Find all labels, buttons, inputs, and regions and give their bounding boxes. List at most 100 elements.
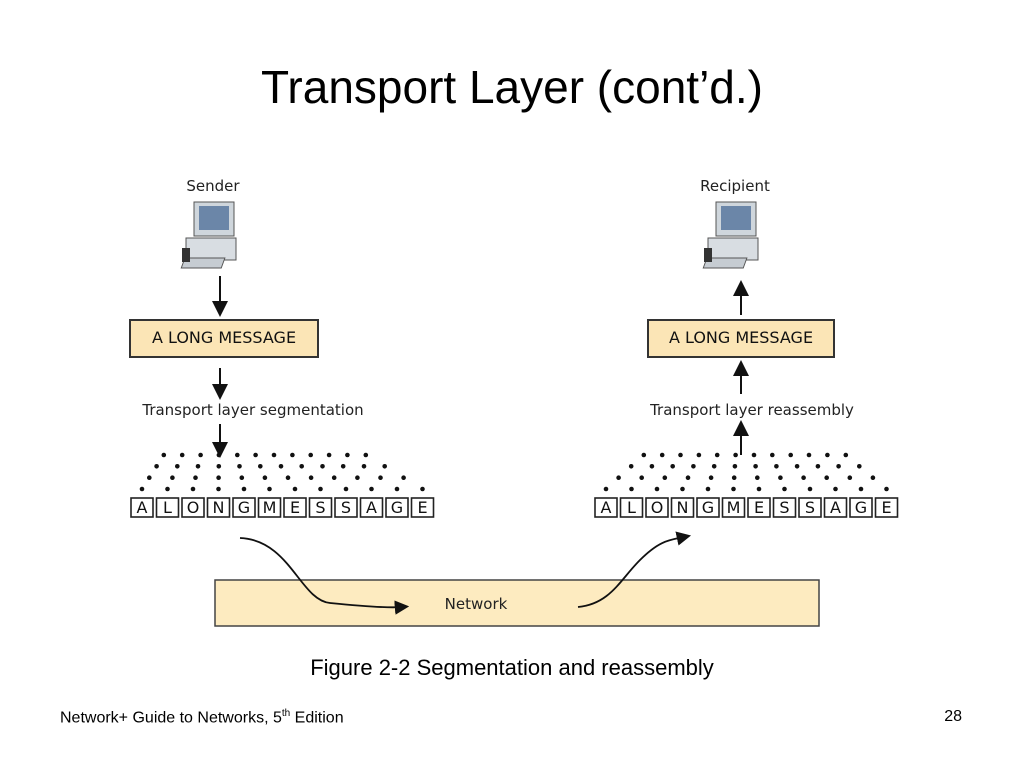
segment-dot bbox=[770, 452, 775, 458]
segment-dot bbox=[343, 486, 349, 492]
segment-dot bbox=[271, 452, 277, 458]
segment-dot bbox=[641, 452, 647, 458]
segment-letter: E bbox=[754, 498, 764, 517]
segment-letter: S bbox=[805, 498, 815, 517]
segment-dot bbox=[629, 486, 634, 492]
segment-letter: A bbox=[830, 498, 841, 517]
sender-segment-dots bbox=[139, 452, 425, 492]
segment-box bbox=[798, 497, 822, 518]
segment-box bbox=[359, 497, 384, 518]
segment-dot bbox=[806, 452, 812, 458]
segment-dot bbox=[670, 464, 675, 469]
segment-letter: M bbox=[727, 498, 741, 517]
segment-dot bbox=[659, 452, 665, 458]
segment-box bbox=[410, 497, 435, 518]
segment-dot bbox=[195, 464, 201, 469]
segment-dot bbox=[216, 486, 221, 492]
segment-box bbox=[308, 497, 333, 518]
segment-letter: G bbox=[238, 498, 250, 517]
segment-dot bbox=[175, 464, 180, 469]
segment-dot bbox=[290, 452, 295, 458]
segment-dot bbox=[680, 486, 685, 492]
segment-dot bbox=[696, 452, 702, 458]
segment-dot bbox=[161, 452, 167, 458]
segment-box bbox=[257, 497, 282, 518]
segment-dot bbox=[678, 452, 683, 458]
segment-dot bbox=[731, 486, 736, 492]
segment-box bbox=[232, 497, 256, 518]
segment-dot bbox=[755, 475, 760, 481]
figure-caption: Figure 2-2 Segmentation and reassembly bbox=[310, 655, 714, 680]
segment-letter: A bbox=[601, 498, 612, 517]
segment-letter: O bbox=[187, 498, 200, 517]
segment-box bbox=[155, 497, 180, 518]
segment-dot bbox=[179, 452, 185, 458]
segment-letter: S bbox=[779, 498, 789, 517]
segment-dot bbox=[292, 486, 298, 492]
segment-dot bbox=[193, 475, 198, 481]
segment-letter: A bbox=[366, 498, 377, 517]
sender-message-text: A LONG MESSAGE bbox=[152, 328, 296, 347]
segment-dot bbox=[662, 475, 668, 481]
segment-dot bbox=[714, 452, 720, 458]
segment-dot bbox=[870, 475, 876, 481]
segment-dot bbox=[340, 464, 346, 469]
segment-dot bbox=[824, 475, 829, 481]
segment-dot bbox=[751, 452, 757, 458]
segment-dot bbox=[420, 486, 425, 492]
segment-dot bbox=[858, 486, 864, 492]
segment-box bbox=[594, 497, 618, 518]
segment-box bbox=[619, 497, 644, 518]
segment-box bbox=[721, 497, 746, 518]
footer-book-title: Network+ Guide to Networks, 5th Edition bbox=[60, 708, 344, 727]
segment-dot bbox=[318, 486, 323, 492]
segment-dot bbox=[262, 475, 268, 481]
sender-message-box bbox=[129, 319, 319, 358]
segment-dot bbox=[825, 452, 830, 458]
segment-box bbox=[772, 497, 797, 518]
segment-box bbox=[696, 497, 720, 518]
segment-dot bbox=[616, 475, 621, 481]
recipient-message-text: A LONG MESSAGE bbox=[669, 328, 813, 347]
segment-dot bbox=[774, 464, 779, 469]
segment-dot bbox=[320, 464, 325, 469]
segment-dot bbox=[833, 486, 838, 492]
segment-dot bbox=[170, 475, 175, 481]
sender-label: Sender bbox=[186, 177, 240, 195]
segment-letter: M bbox=[263, 498, 277, 517]
segment-dot bbox=[401, 475, 406, 481]
segment-letter: L bbox=[627, 498, 636, 517]
segmentation-diagram: Network Sender A LONG MESSAGE Transport … bbox=[129, 177, 899, 627]
footer-edition: Edition bbox=[290, 709, 344, 727]
segment-box bbox=[334, 497, 358, 518]
recipient-flow-arrow bbox=[577, 531, 692, 608]
segment-dot bbox=[253, 452, 258, 458]
segment-dot bbox=[847, 475, 853, 481]
segment-box bbox=[181, 497, 205, 518]
segment-dot bbox=[165, 486, 170, 492]
segment-box bbox=[823, 497, 848, 518]
segment-letter: G bbox=[391, 498, 403, 517]
sender-flow-arrow bbox=[239, 537, 410, 615]
segment-letter: E bbox=[417, 498, 427, 517]
segment-dot bbox=[308, 452, 314, 458]
segment-dot bbox=[705, 486, 711, 492]
segment-dot bbox=[345, 452, 350, 458]
recipient-label: Recipient bbox=[700, 177, 770, 195]
segment-dot bbox=[711, 464, 717, 469]
segment-dot bbox=[355, 475, 360, 481]
segment-dot bbox=[267, 486, 272, 492]
segment-dot bbox=[753, 464, 758, 469]
segment-dot bbox=[788, 452, 793, 458]
segment-letter: S bbox=[341, 498, 351, 517]
segment-dot bbox=[216, 475, 221, 481]
segment-dot bbox=[654, 486, 660, 492]
segment-dot bbox=[843, 452, 849, 458]
segment-dot bbox=[382, 464, 388, 469]
segment-dot bbox=[378, 475, 383, 481]
segment-dot bbox=[782, 486, 787, 492]
segment-dot bbox=[628, 464, 634, 469]
segment-letter: S bbox=[315, 498, 325, 517]
segment-dot bbox=[884, 486, 889, 492]
